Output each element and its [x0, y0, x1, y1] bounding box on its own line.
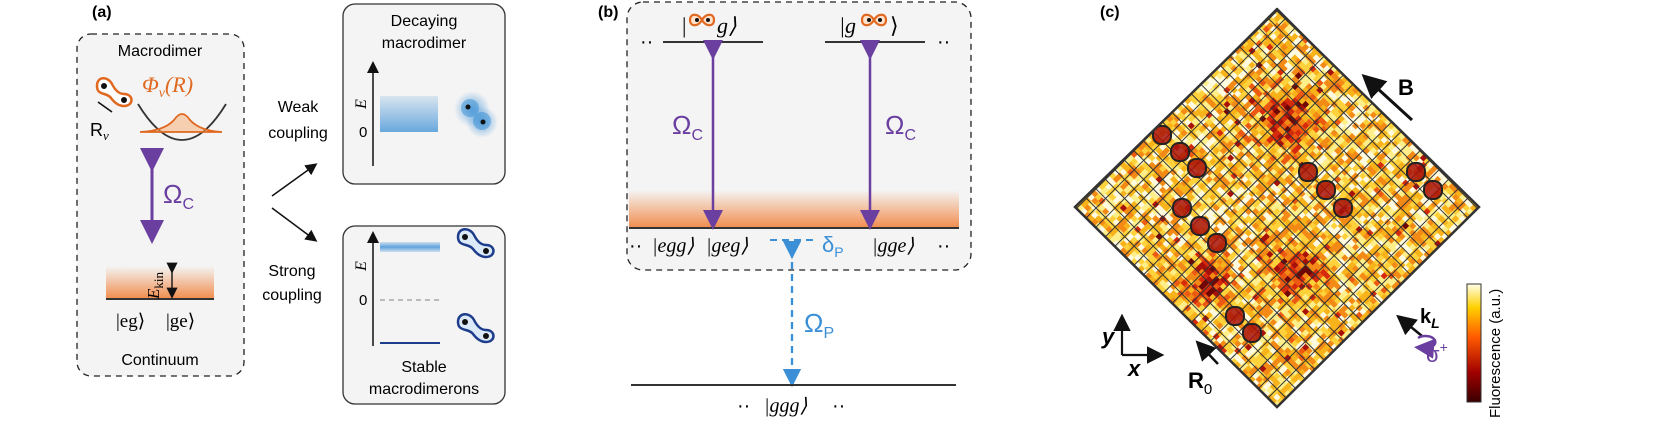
strong-coupling-arrow — [271, 207, 318, 242]
stable-zero-label: 0 — [359, 292, 367, 309]
r0-arrow — [1195, 340, 1219, 365]
highlighted-site — [1172, 198, 1192, 218]
highlighted-site — [1207, 233, 1227, 253]
highlighted-site — [1406, 162, 1426, 182]
decaying-line1: Decaying — [391, 13, 458, 30]
highlighted-site — [1242, 323, 1262, 343]
b-omega-c-left-label: ΩC — [672, 110, 703, 144]
dimer-icon-right — [860, 13, 888, 27]
highlighted-site — [1190, 216, 1210, 236]
panel-a: (a) Macrodimer Rv Φv(R) ΩC Ekin |eg⟩ |ge… — [76, 3, 506, 405]
top-left-state: | g⟩ — [682, 13, 737, 38]
stable-e-label: E — [353, 261, 370, 272]
stable-upper-band — [380, 242, 440, 252]
omega-p-label: ΩP — [804, 308, 834, 342]
colorbar — [1466, 283, 1482, 403]
highlighted-site — [1225, 306, 1245, 326]
x-axis-label: x — [1127, 356, 1141, 381]
state-egg: |egg⟩ — [652, 235, 694, 257]
weak-coupling-line2: coupling — [268, 125, 328, 142]
potential-curve — [137, 103, 227, 141]
stable-lower-dumbbell-icon — [456, 313, 495, 344]
dimer-icon-left — [688, 13, 716, 27]
panel-a-tag: (a) — [92, 4, 112, 21]
ground-left-dots: ·· — [737, 395, 750, 417]
highlighted-site — [1170, 142, 1190, 162]
r0-label: R0 — [1188, 368, 1212, 398]
panel-b: (b) ·· | g⟩ |g ⟩ ·· ΩC ΩC ·· |egg⟩ |geg⟩ — [598, 1, 972, 417]
highlighted-site — [1187, 158, 1207, 178]
panel-b-tag: (b) — [598, 4, 618, 21]
macrodimer-title: Macrodimer — [118, 43, 203, 60]
b-field-label: B — [1398, 75, 1414, 100]
svg-text:|g: |g — [839, 13, 856, 38]
panel-c: (c) B y x R0 kL σ+ Fluorescence (a.u.) — [1073, 4, 1504, 418]
svg-text:|: | — [682, 13, 686, 38]
decay-zero-label: 0 — [359, 124, 367, 141]
state-gge: |gge⟩ — [872, 235, 914, 257]
ground-right-dots: ·· — [832, 395, 845, 417]
weak-coupling-arrow — [271, 163, 318, 197]
decay-band — [380, 96, 438, 132]
wavefunction-gaussian — [139, 113, 223, 133]
strong-coupling-line1: Strong — [268, 263, 315, 280]
macrodimer-dumbbell-icon — [95, 77, 133, 108]
top-left-dots: ·· — [640, 31, 653, 53]
state-eg: |eg⟩ — [116, 311, 145, 332]
svg-text:g⟩: g⟩ — [717, 13, 737, 38]
ekin-label: Ekin — [144, 271, 166, 300]
stable-box — [342, 225, 506, 405]
kl-arrow — [1396, 314, 1423, 337]
panel-c-tag: (c) — [1100, 4, 1120, 21]
sigma-plus-label: σ+ — [1426, 339, 1448, 367]
weak-coupling-line1: Weak — [278, 99, 320, 116]
fluorescence-image — [1075, 10, 1479, 407]
decaying-box — [342, 3, 506, 185]
highlighted-site — [1152, 125, 1172, 145]
image-diamond-border — [1073, 8, 1481, 409]
b-field-arrow — [1361, 73, 1414, 122]
continuum-label: Continuum — [121, 352, 198, 369]
svg-text:⟩: ⟩ — [890, 13, 899, 38]
stable-upper-dumbbell-icon — [456, 228, 495, 259]
decaying-blob-icon — [454, 91, 498, 138]
y-axis-label: y — [1101, 324, 1116, 349]
fluorescence-pixels — [1076, 10, 1478, 407]
top-right-state: |g ⟩ — [839, 13, 899, 38]
state-ge: |ge⟩ — [166, 311, 195, 332]
highlighted-sites — [1152, 125, 1443, 343]
highlighted-site — [1298, 162, 1318, 182]
r-v-label: Rv — [90, 120, 109, 143]
omega-c-label: ΩC — [163, 179, 194, 213]
polarization-arrow — [1414, 334, 1437, 359]
continuum-gradient — [106, 266, 214, 299]
highlighted-site — [1316, 180, 1336, 200]
r-arrow-line — [97, 101, 113, 113]
phi-label: Φv(R) — [142, 72, 193, 101]
b-continuum-gradient — [629, 190, 959, 228]
state-geg: |geg⟩ — [706, 235, 748, 257]
decay-e-label: E — [353, 99, 370, 110]
b-mid-right-dots: ·· — [937, 235, 950, 257]
strong-coupling-line2: coupling — [262, 287, 322, 304]
stable-line1: Stable — [401, 359, 446, 376]
top-right-dots: ·· — [937, 31, 950, 53]
ground-state: |ggg⟩ — [764, 395, 807, 417]
highlighted-site — [1423, 180, 1443, 200]
stable-line2: macrodimerons — [369, 381, 479, 398]
colorbar-label: Fluorescence (a.u.) — [1487, 289, 1504, 418]
kl-label: kL — [1420, 306, 1440, 331]
b-omega-c-right-label: ΩC — [885, 110, 916, 144]
highlighted-site — [1333, 198, 1353, 218]
b-mid-left-dots: ·· — [629, 235, 642, 257]
delta-p-label: δP — [822, 232, 844, 260]
decaying-line2: macrodimer — [382, 35, 467, 52]
